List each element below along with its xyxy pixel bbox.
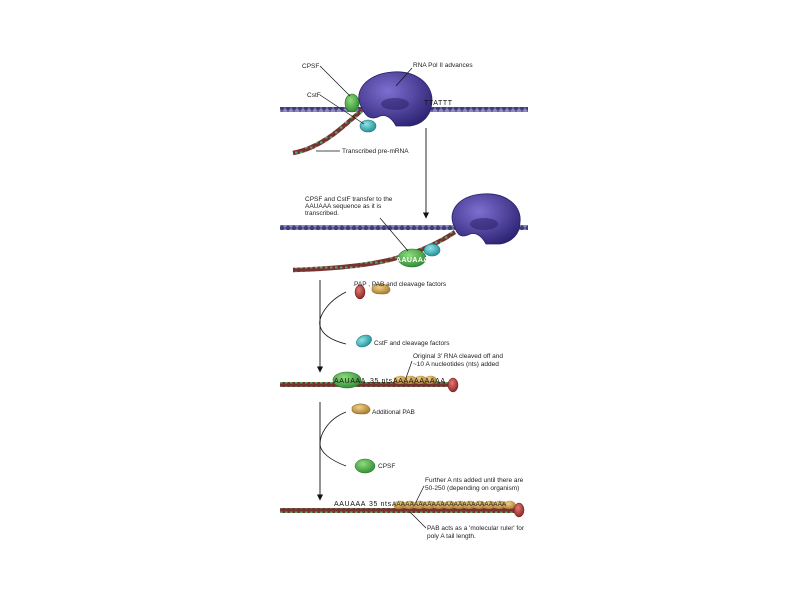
stage-4: AAUAAA 35 nts AAAAAAAAAAAAAAAAAAAAAAAAAA… bbox=[280, 477, 525, 540]
pab-group bbox=[393, 375, 437, 384]
rna-signal-sequence: AAUAAA bbox=[396, 257, 429, 264]
ruler-label-line-1: PAB acts as a 'molecular ruler' for bbox=[427, 525, 525, 532]
transfer-label-line-1: CPSF and CstF transfer to the bbox=[305, 196, 393, 203]
cleave-label-line-1: Original 3' RNA cleaved off and bbox=[413, 353, 503, 360]
polymerase-groove bbox=[470, 218, 498, 230]
mrna-strand bbox=[280, 508, 518, 513]
transfer-label-line-2: AAUAAA sequence as it is bbox=[305, 203, 382, 210]
stage-2: AAUAAA CPSF and CstF transfer to the AAU… bbox=[280, 193, 528, 273]
ruler-leader bbox=[409, 511, 427, 529]
cstf-released-icon bbox=[356, 334, 372, 348]
further-label-line-2: 50-250 (depending on organism) bbox=[425, 485, 519, 492]
further-leader bbox=[415, 485, 425, 503]
cpsf-complex bbox=[344, 93, 360, 113]
signal-sequence: AAUAAA bbox=[334, 501, 366, 508]
cstf-label: CstF bbox=[307, 92, 321, 99]
pab-icon bbox=[423, 500, 436, 509]
pab-icon bbox=[351, 403, 371, 415]
cpsf-released-icon bbox=[354, 458, 376, 474]
cpsf-complex bbox=[332, 371, 362, 389]
cstf-release-label: CstF and cleavage factors bbox=[374, 340, 450, 347]
pab-icon bbox=[371, 283, 391, 295]
spacer-length: 35 nts bbox=[370, 378, 393, 385]
polymerase-groove bbox=[381, 98, 409, 110]
spacer-length: 35 nts bbox=[369, 501, 392, 508]
stage-1: TTATTT CPSF CstF RNA Pol II advances Tra… bbox=[280, 62, 528, 156]
pab-icon bbox=[503, 500, 516, 509]
pab-group bbox=[393, 500, 516, 509]
dna-sequence: TTATTT bbox=[424, 100, 453, 107]
exchange-curve bbox=[319, 411, 347, 467]
cpsf-release-label: CPSF bbox=[378, 463, 395, 470]
exchange-curve bbox=[319, 291, 347, 345]
polymerase-label: RNA Pol II advances bbox=[413, 62, 473, 69]
premrna-strand bbox=[292, 108, 364, 156]
dna-strand bbox=[280, 225, 528, 230]
cleave-label-line-2: ~10 A nucleotides (nts) added bbox=[413, 361, 499, 368]
pab-icon bbox=[463, 500, 476, 509]
pab-icon bbox=[413, 500, 426, 509]
stage-3: AAUAAA 35 nts AAAAAAAAAA Original 3' RNA… bbox=[280, 353, 503, 393]
step-1: PAP , PAB and cleavage factors CstF and … bbox=[316, 280, 450, 373]
pap-icon bbox=[513, 502, 525, 518]
polymerase-leader bbox=[395, 67, 413, 87]
transfer-label-line-3: transcribed. bbox=[305, 210, 339, 217]
mrna-strand bbox=[280, 382, 452, 387]
pap-pab-label: PAP , PAB and cleavage factors bbox=[354, 281, 447, 288]
further-label-line-1: Further A nts added until there are bbox=[425, 477, 524, 484]
premrna-label: Transcribed pre-mRNA bbox=[342, 148, 409, 155]
cpsf-label: CPSF bbox=[302, 63, 319, 70]
cleave-leader bbox=[405, 360, 413, 379]
cpsf-leader bbox=[319, 65, 351, 97]
pab-icon bbox=[433, 500, 446, 509]
poly-a-tail: AAAAAAAAAA bbox=[393, 378, 446, 385]
pap-icon bbox=[447, 377, 459, 393]
pab-icon bbox=[403, 375, 417, 384]
additional-pab-label: Additional PAB bbox=[372, 409, 415, 416]
pab-icon bbox=[473, 500, 486, 509]
pab-icon bbox=[483, 500, 496, 509]
premrna-strand bbox=[292, 230, 457, 273]
pab-icon bbox=[403, 500, 416, 509]
signal-sequence: AAUAAA bbox=[334, 378, 366, 385]
pab-icon bbox=[423, 375, 437, 384]
pab-icon bbox=[453, 500, 466, 509]
cstf-leader bbox=[319, 94, 365, 125]
transfer-leader bbox=[379, 217, 409, 252]
pap-icon bbox=[354, 284, 366, 300]
pab-icon bbox=[443, 500, 456, 509]
cpsf-complex bbox=[397, 248, 427, 268]
pab-icon bbox=[393, 375, 407, 384]
ruler-label-line-2: poly A tail length. bbox=[427, 533, 476, 540]
pab-icon bbox=[413, 375, 427, 384]
cstf-complex bbox=[423, 243, 441, 257]
step-2: Additional PAB CPSF bbox=[316, 402, 415, 501]
cstf-complex bbox=[359, 119, 377, 133]
pab-icon bbox=[393, 500, 406, 509]
pab-icon bbox=[493, 500, 506, 509]
poly-a-tail: AAAAAAAAAAAAAAAAAAAAAAAAAA bbox=[392, 501, 507, 508]
